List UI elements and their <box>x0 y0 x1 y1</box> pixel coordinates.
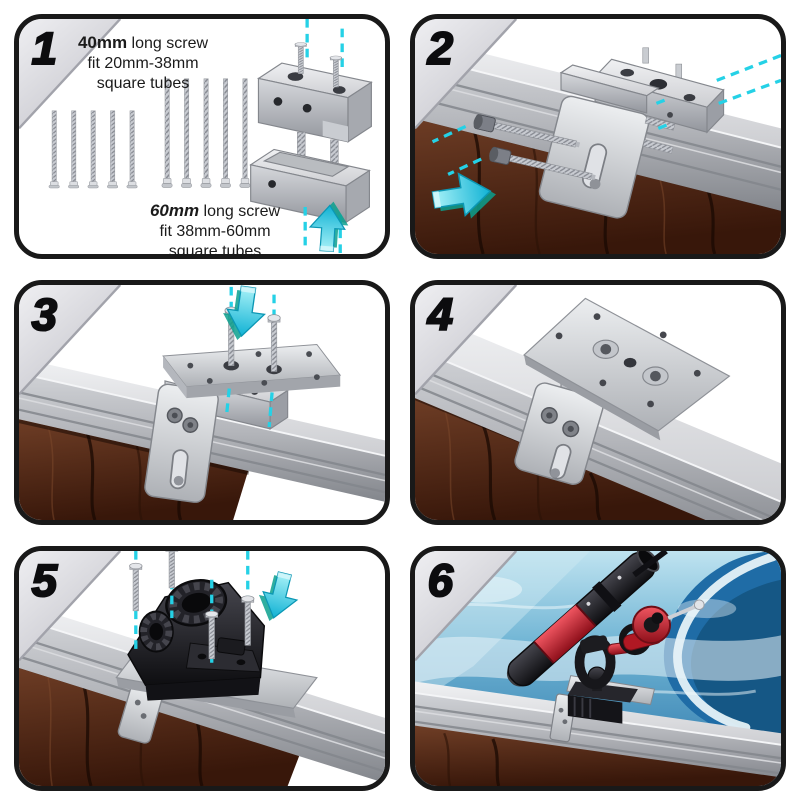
boat-wood-panel <box>415 725 781 786</box>
panel-step-6: 6 <box>410 546 786 791</box>
screw-60mm-line1: 60mm long screw <box>149 201 281 220</box>
step-corner-wedge <box>19 285 122 396</box>
screw-60mm-fit: fit 38mm-60mm <box>159 223 271 240</box>
finished-rod-holder-illustration: 6 <box>415 551 781 786</box>
screw-kit-illustration: 1 <box>19 19 373 254</box>
screw-40mm-tubes: square tubes <box>96 75 190 92</box>
step-corner-wedge <box>19 551 122 662</box>
rod-holder-base-illustration: 5 <box>19 551 385 786</box>
screw-40mm-note: 40mm long screw fit 20mm-38mm square tub… <box>43 33 243 94</box>
mounting-plate-floating <box>162 343 342 399</box>
panel-step-5: 5 <box>14 546 390 791</box>
screw-40mm-line1: 40mm long screw <box>77 33 209 52</box>
screw-60mm-note: 60mm long screw fit 38mm-60mm square tub… <box>103 201 327 259</box>
clamp-top-block <box>256 42 373 143</box>
down-arrow-icon <box>252 568 304 627</box>
step-corner-wedge <box>415 551 518 662</box>
step-number: 6 <box>428 555 454 606</box>
clamp-screws <box>431 113 597 185</box>
clamp-bottom-block <box>249 148 371 224</box>
step-number: 4 <box>427 289 453 340</box>
step-corner-wedge <box>19 19 122 130</box>
step-number: 2 <box>427 23 453 74</box>
insert-screws-illustration: 2 <box>415 19 781 254</box>
step-number: 3 <box>32 289 57 340</box>
panel-step-4: 4 <box>410 280 786 525</box>
screw-60mm-tubes: square tubes <box>168 243 262 259</box>
panel-step-2: 2 <box>410 14 786 259</box>
short-screws-group <box>48 110 138 189</box>
step-corner-wedge <box>415 285 518 396</box>
rod-holder-assembled <box>506 551 705 692</box>
down-arrow-icon <box>218 285 269 344</box>
step-corner-wedge <box>415 19 518 130</box>
mounting-plate <box>523 297 731 441</box>
screw-40mm-fit: fit 20mm-38mm <box>87 55 199 72</box>
step-number: 1 <box>32 23 57 74</box>
rod-holder-base <box>127 579 266 701</box>
base-screws <box>129 551 255 667</box>
attach-plate-illustration: 3 <box>19 285 385 520</box>
long-screws-group <box>161 78 251 188</box>
plate-mounted-illustration: 4 <box>415 285 781 520</box>
alignment-dashes-top <box>305 19 344 73</box>
rail-clamp-mount <box>549 675 656 743</box>
step-number: 5 <box>32 555 58 606</box>
panel-step-3: 3 <box>14 280 390 525</box>
panel-step-1: 1 40mm long screw fit 20mm-38mm square t… <box>14 14 390 259</box>
rail-clamp-bracket <box>538 64 676 219</box>
